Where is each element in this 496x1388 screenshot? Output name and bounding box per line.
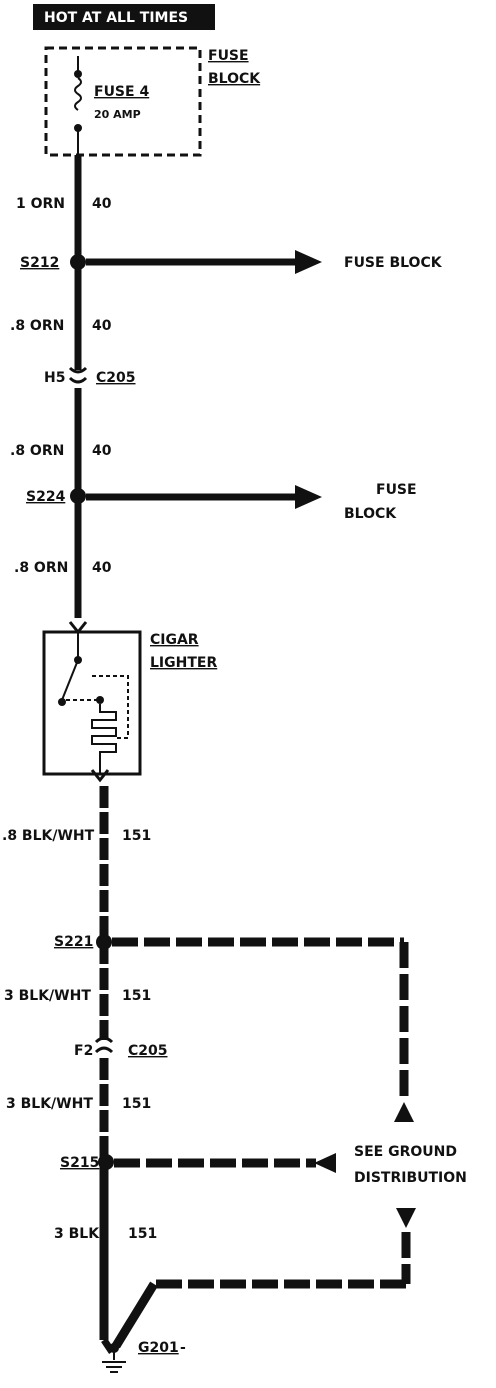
fuse-rating: 20 AMP xyxy=(94,108,141,121)
wire-1-circuit: 40 xyxy=(92,196,112,212)
s224-destination-line1: FUSE xyxy=(376,482,417,498)
splice-s215-dot xyxy=(98,1154,114,1170)
connector-c205-lower-pin: F2 xyxy=(74,1043,93,1059)
ground-g201-label: G201 xyxy=(138,1340,179,1356)
wire-5-gauge: .8 BLK/WHT xyxy=(2,828,95,844)
s212-destination: FUSE BLOCK xyxy=(344,255,443,271)
splice-s212-label: S212 xyxy=(20,255,59,271)
wire-4-gauge: .8 ORN xyxy=(14,560,68,576)
ground-arrow-down-icon xyxy=(396,1208,416,1228)
wire-2-gauge: .8 ORN xyxy=(10,318,64,334)
s221-arrow-up-icon xyxy=(394,1102,414,1122)
fuse-block-box xyxy=(44,46,202,157)
wire-7-circuit: 151 xyxy=(122,1096,151,1112)
splice-s221-dot xyxy=(96,934,112,950)
fuse-block-label-line1: FUSE xyxy=(208,48,249,64)
wire-6-gauge: 3 BLK/WHT xyxy=(4,988,91,1004)
splice-s212-dot xyxy=(70,254,86,270)
connector-c205-upper-symbol xyxy=(68,366,88,384)
component-label-line2: LIGHTER xyxy=(150,655,217,671)
header-bar xyxy=(33,4,215,30)
fuse-4-symbol xyxy=(74,56,82,155)
ground-g201-icon xyxy=(102,1343,126,1373)
ground-return-branch xyxy=(112,1232,411,1349)
wire-2-circuit: 40 xyxy=(92,318,112,334)
connector-c205-lower-symbol xyxy=(94,1036,114,1054)
ground-see-line2: DISTRIBUTION xyxy=(354,1170,467,1186)
connector-c205-upper-pin: H5 xyxy=(44,370,65,386)
connector-c205-upper-name: C205 xyxy=(96,370,136,386)
wire-3-circuit: 40 xyxy=(92,443,112,459)
wire-4-circuit: 40 xyxy=(92,560,112,576)
wire-7-gauge: 3 BLK/WHT xyxy=(6,1096,93,1112)
splice-s221-label: S221 xyxy=(54,934,93,950)
wire-3-gauge: .8 ORN xyxy=(10,443,64,459)
ground-g201-suffix: - xyxy=(180,1340,186,1356)
wire-8-gauge: 3 BLK xyxy=(54,1226,100,1242)
cigar-lighter-symbol xyxy=(42,621,142,783)
wire-6-circuit: 151 xyxy=(122,988,151,1004)
wire-1-gauge: 1 ORN xyxy=(16,196,65,212)
wire-8-circuit: 151 xyxy=(128,1226,157,1242)
fuse-block-label-line2: BLOCK xyxy=(208,71,261,87)
wire-5-circuit: 151 xyxy=(122,828,151,844)
s221-ground-branch xyxy=(112,937,409,1100)
splice-s224-dot xyxy=(70,488,86,504)
s224-destination-line2: BLOCK xyxy=(344,506,397,522)
wire-circuit-151 xyxy=(99,786,115,1354)
ground-see-line1: SEE GROUND xyxy=(354,1144,457,1160)
header-title: HOT AT ALL TIMES xyxy=(44,10,188,26)
s215-arrow-left-icon xyxy=(314,1153,336,1173)
splice-s215-label: S215 xyxy=(60,1155,99,1171)
fuse-name: FUSE 4 xyxy=(94,84,149,100)
s224-arrow-icon xyxy=(295,485,322,509)
s212-arrow-icon xyxy=(295,250,322,274)
splice-s224-label: S224 xyxy=(26,489,66,505)
component-label-line1: CIGAR xyxy=(150,632,199,648)
connector-c205-lower-name: C205 xyxy=(128,1043,168,1059)
